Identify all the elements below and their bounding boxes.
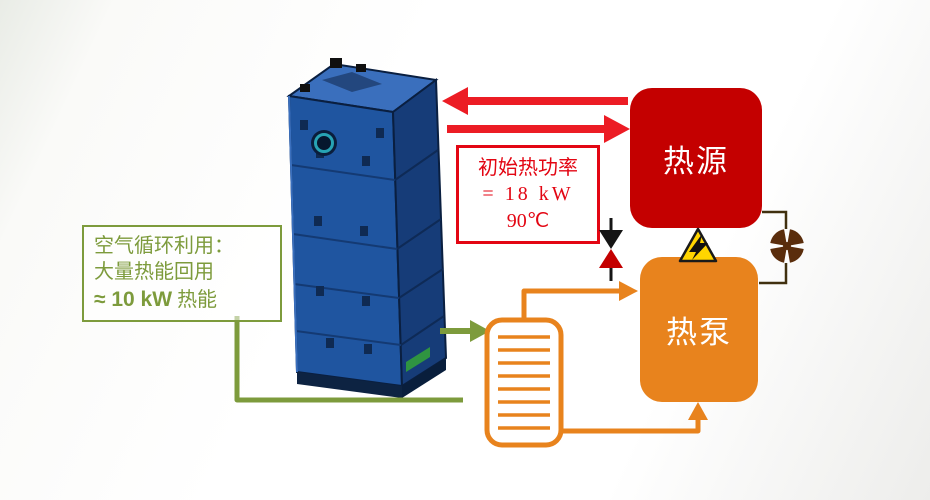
red-arrow-right — [447, 115, 630, 143]
orange-return-head — [688, 402, 708, 420]
heat-source-box: 热源 — [630, 88, 762, 228]
air-note-line-2: 大量热能回用 — [94, 261, 214, 284]
power-note-line-2: = 18 kW — [482, 183, 574, 206]
fan-connector-lines — [759, 210, 788, 285]
cabinet-green-label — [406, 347, 430, 372]
cabinet-latches — [300, 120, 384, 354]
cabinet-port-ring — [314, 133, 334, 153]
heat-exchanger-fins — [498, 335, 550, 430]
cabinet-front-seams — [290, 164, 402, 346]
heat-pump-box: 热泵 — [640, 257, 758, 402]
green-air-arrow — [440, 320, 490, 342]
orange-return-line — [561, 402, 708, 434]
lightning-bolt — [689, 234, 708, 260]
battery-pack-illustration — [286, 58, 448, 398]
lightning-warning-icon — [678, 227, 718, 263]
cabinet-side-seams — [394, 149, 445, 346]
orange-return-shaft — [561, 416, 701, 434]
valve-bottom-triangle — [599, 249, 623, 268]
power-note-line-3: 90℃ — [506, 209, 550, 232]
cabinet-top-slot — [322, 72, 382, 92]
red-arrow-right-head — [604, 115, 630, 143]
cabinet-top-clips — [300, 58, 366, 92]
heat-exchanger-icon — [484, 317, 564, 448]
orange-supply-line — [521, 281, 638, 318]
red-arrow-left — [442, 87, 628, 115]
heat-source-label: 热源 — [663, 143, 729, 179]
valve-top-triangle — [599, 230, 623, 249]
green-air-loop — [234, 316, 463, 403]
orange-supply-head — [619, 281, 638, 301]
fan-line-bottom — [759, 263, 788, 285]
valve-icon — [599, 218, 623, 281]
air-note-value: ≈ 10 kW — [94, 287, 173, 311]
green-air-arrow-head — [470, 320, 490, 342]
fan-blades — [770, 229, 804, 263]
fan-icon — [770, 229, 804, 263]
air-note-line-1: 空气循环利用： — [94, 235, 234, 257]
fan-hub — [783, 242, 791, 250]
air-note-suffix: 热能 — [172, 288, 218, 311]
heat-pump-label: 热泵 — [666, 315, 732, 350]
cabinet-base-side — [402, 358, 446, 398]
initial-heat-power-note: 初始热功率 = 18 kW 90℃ — [456, 145, 600, 245]
power-note-line-1: 初始热功率 — [478, 157, 578, 179]
orange-supply-shaft — [521, 288, 622, 318]
cabinet-edge-highlight — [288, 95, 298, 373]
air-note-line-3: ≈ 10 kW 热能 — [94, 286, 270, 314]
air-recycle-note: 空气循环利用： 大量热能回用 ≈ 10 kW 热能 — [82, 225, 282, 322]
fan-line-top — [762, 210, 788, 229]
cabinet-base-front — [297, 372, 402, 398]
red-arrow-left-head — [442, 87, 468, 115]
